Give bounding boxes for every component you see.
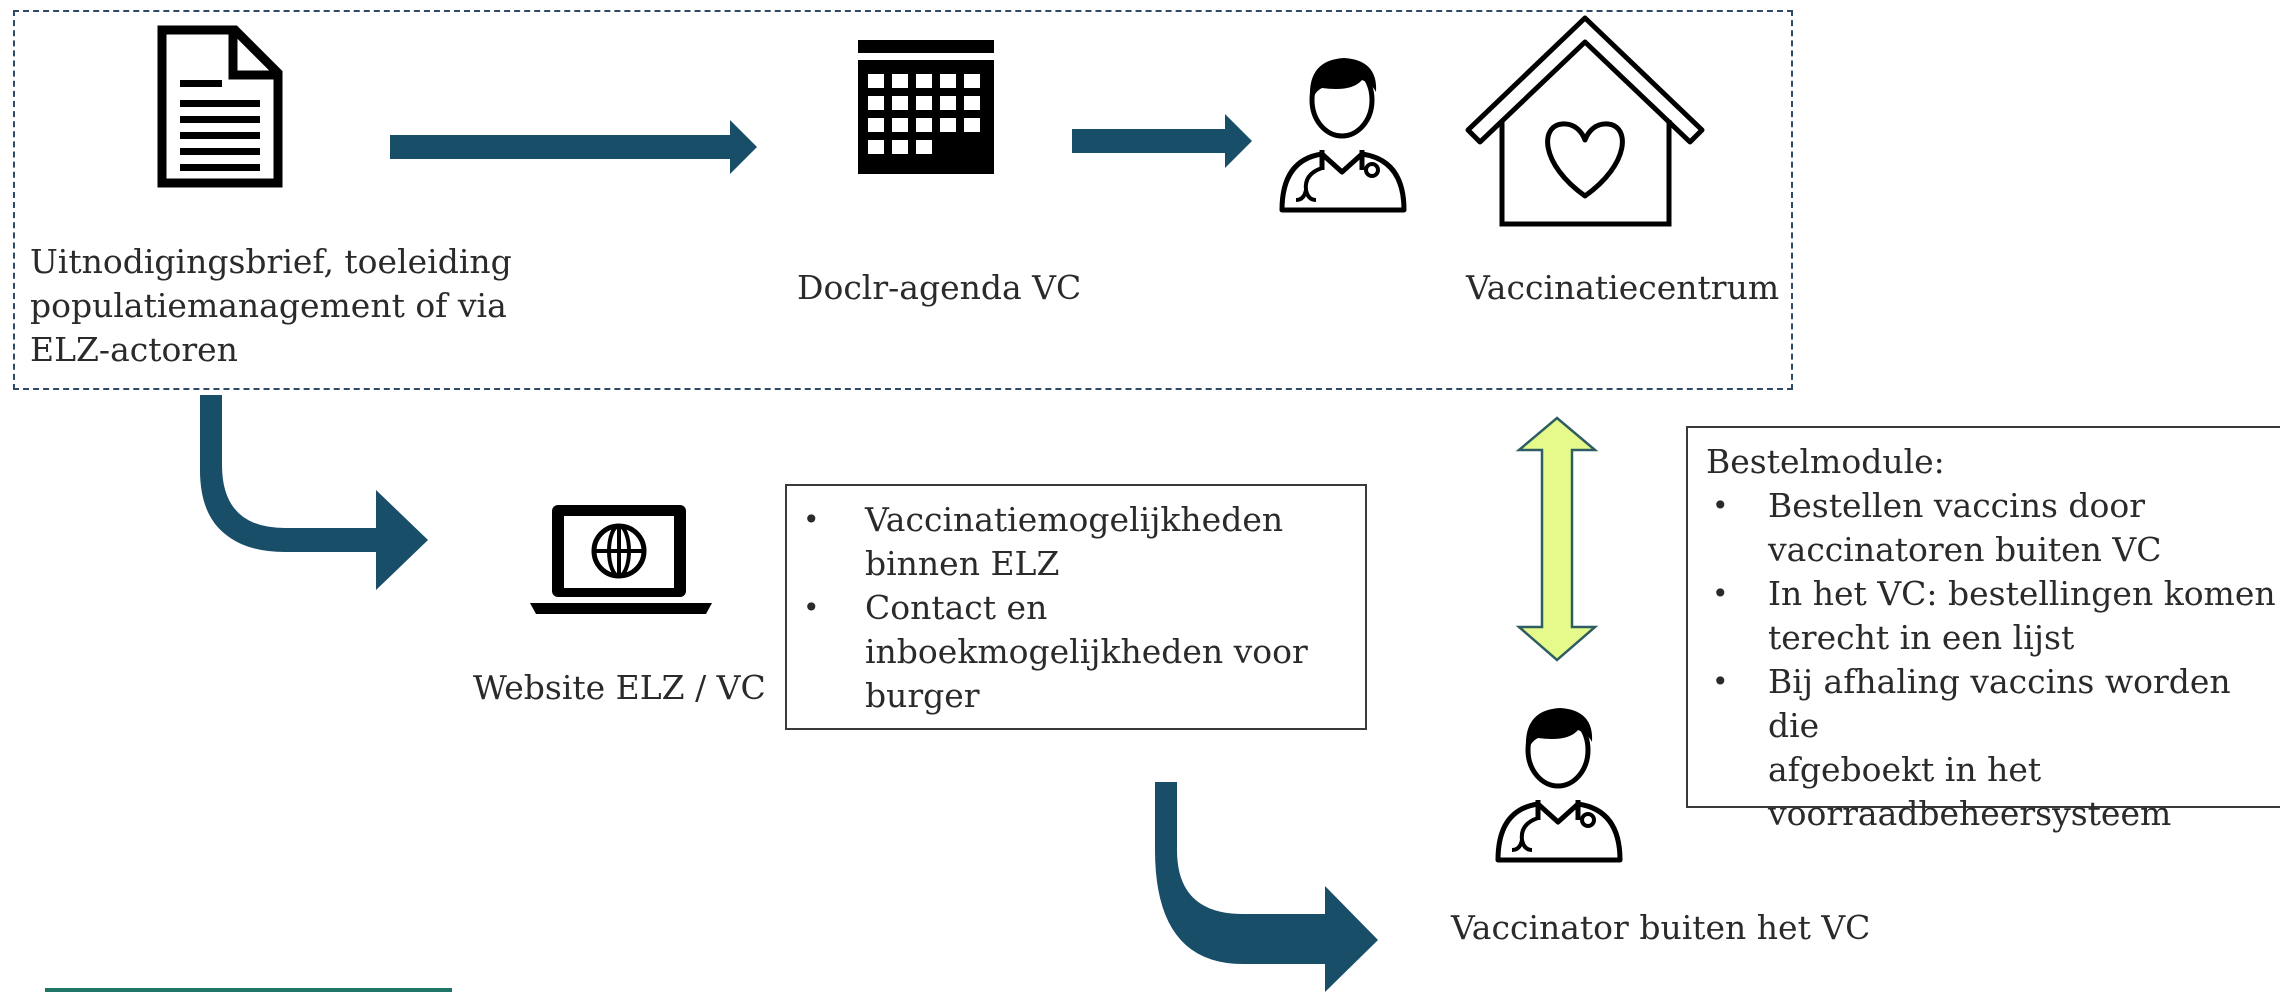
- double-arrow-order-link: [1515, 416, 1599, 662]
- vc-flow-group-box: [13, 10, 1793, 390]
- arrow-to-vc-doctor: [1072, 114, 1252, 168]
- calendar-icon: [858, 40, 994, 174]
- house-heart-icon: [1465, 15, 1705, 227]
- website-info-box: • Vaccinatiemogelijkheden binnen ELZ • C…: [785, 484, 1367, 730]
- bullet-dot: •: [803, 503, 820, 536]
- website-info-item: • Vaccinatiemogelijkheden binnen ELZ: [803, 500, 1284, 583]
- order-module-list: • Bestellen vaccins door vaccinatoren bu…: [1688, 484, 2280, 836]
- website-info-list: • Vaccinatiemogelijkheden binnen ELZ • C…: [787, 498, 1365, 718]
- bullet-dot: •: [1712, 489, 1729, 522]
- arrow-to-vaccinator: [1155, 782, 1378, 992]
- order-module-item: • In het VC: bestellingen komen terecht …: [1712, 574, 2276, 657]
- order-module-item: • Bestellen vaccins door vaccinatoren bu…: [1712, 486, 2162, 569]
- arrow-to-agenda: [390, 120, 757, 174]
- doctor-icon: [1279, 58, 1407, 213]
- website-info-item: • Contact en inboekmogelijkheden voor bu…: [803, 588, 1308, 715]
- order-module-item: • Bij afhaling vaccins worden die afgebo…: [1712, 662, 2231, 833]
- vaccinator-label: Vaccinator buiten het VC: [1451, 908, 1871, 947]
- vaccination-center-label: Vaccinatiecentrum: [1466, 268, 1780, 307]
- invitation-label: Uitnodigingsbrief, toeleiding populatiem…: [30, 242, 512, 369]
- agenda-label: Doclr-agenda VC: [797, 268, 1082, 307]
- document-icon: [157, 25, 283, 188]
- order-module-title: Bestelmodule:: [1706, 442, 1945, 481]
- order-module-box: Bestelmodule: • Bestellen vaccins door v…: [1686, 426, 2280, 833]
- bullet-dot: •: [1712, 665, 1729, 698]
- doctor-icon: [1495, 708, 1623, 863]
- website-label: Website ELZ / VC: [473, 668, 766, 707]
- bullet-dot: •: [803, 591, 820, 624]
- bullet-dot: •: [1712, 577, 1729, 610]
- arrow-to-website: [200, 395, 428, 590]
- laptop-globe-icon: [530, 505, 712, 614]
